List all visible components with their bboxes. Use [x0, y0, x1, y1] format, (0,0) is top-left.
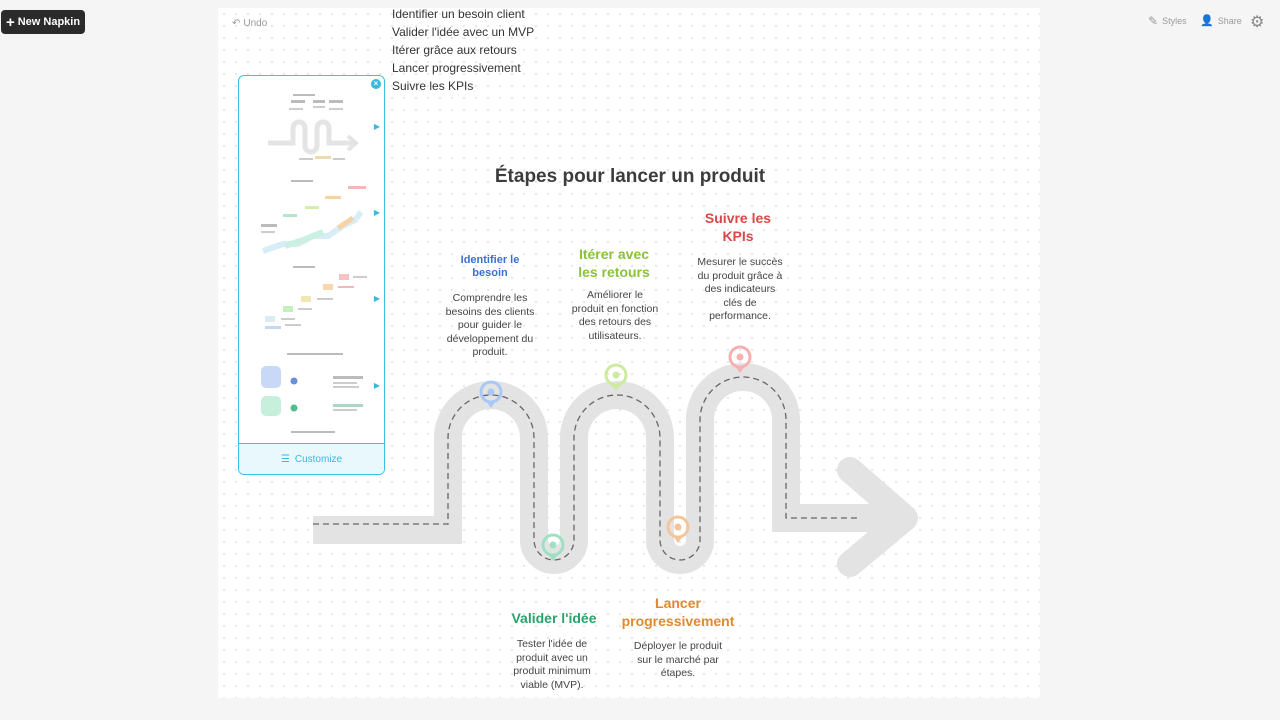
share-label: Share: [1217, 15, 1242, 26]
style-thumbnail-winding-road[interactable]: [243, 88, 378, 173]
plus-icon: +: [5, 13, 15, 31]
style-thumbnail-list-cards[interactable]: [243, 351, 378, 441]
undo-label: Undo: [243, 18, 268, 29]
road-arrowhead: [837, 457, 918, 577]
style-thumbnail-staircase[interactable]: [243, 264, 378, 344]
pin-track: [728, 345, 752, 373]
step-iterate-description: Améliorer le produit en fonction des ret…: [571, 289, 659, 342]
share-user-icon: 👤: [1200, 15, 1214, 27]
customize-button[interactable]: ☰ Customize: [239, 443, 384, 474]
road: [313, 363, 900, 574]
pin-validate: [541, 533, 565, 561]
play-icon[interactable]: ▶: [373, 122, 380, 131]
undo-icon: ↶: [232, 18, 241, 29]
styles-label: Styles: [1162, 16, 1187, 26]
doc-line: Lancer progressivement: [392, 61, 521, 75]
step-validate-title: Valider l'idée: [511, 610, 597, 626]
pin-launch: [666, 515, 690, 543]
styles-button[interactable]: ✎ Styles: [1148, 14, 1187, 28]
step-launch-title: Lancer progressivement: [621, 595, 735, 629]
new-napkin-label: New Napkin: [17, 16, 81, 28]
step-identify-description: Comprendre les besoins des clients pour …: [445, 292, 535, 358]
brush-icon: ✎: [1148, 14, 1159, 28]
style-picker-panel[interactable]: × ▶ ▶ ▶ ▶ ☰: [238, 75, 385, 475]
play-icon[interactable]: ▶: [373, 208, 380, 217]
undo-button[interactable]: ↶ Undo: [232, 18, 267, 29]
close-icon[interactable]: ×: [371, 79, 381, 89]
step-track-description: Mesurer le succès du produit grâce à des…: [697, 256, 783, 322]
doc-line: Valider l'idée avec un MVP: [392, 25, 535, 39]
document-text[interactable]: Identifier un besoin client Valider l'id…: [392, 5, 534, 95]
gear-icon[interactable]: ⚙: [1250, 14, 1265, 31]
doc-line: Itérer grâce aux retours: [392, 43, 517, 57]
step-launch-description: Déployer le produit sur le marché par ét…: [633, 640, 723, 679]
play-icon[interactable]: ▶: [373, 381, 380, 390]
play-icon[interactable]: ▶: [373, 294, 380, 303]
customize-label: Customize: [294, 453, 343, 465]
style-thumbnail-stepped-path[interactable]: [243, 176, 378, 261]
step-iterate-title: Itérer avec les retours: [578, 246, 650, 280]
infographic-title: Étapes pour lancer un produit: [494, 166, 766, 187]
step-validate-description: Tester l'idée de produit avec un produit…: [513, 638, 591, 691]
pin-identify: [479, 380, 503, 408]
doc-line: Identifier un besoin client: [392, 7, 525, 21]
doc-line: Suivre les KPIs: [392, 79, 474, 93]
sliders-icon: ☰: [280, 453, 290, 465]
step-track-title: Suivre les KPIs: [704, 210, 772, 244]
share-button[interactable]: 👤 Share: [1200, 14, 1242, 27]
pin-iterate: [604, 363, 628, 391]
new-napkin-button[interactable]: + New Napkin: [1, 10, 85, 34]
step-identify-title: Identifier le besoin: [460, 254, 520, 279]
